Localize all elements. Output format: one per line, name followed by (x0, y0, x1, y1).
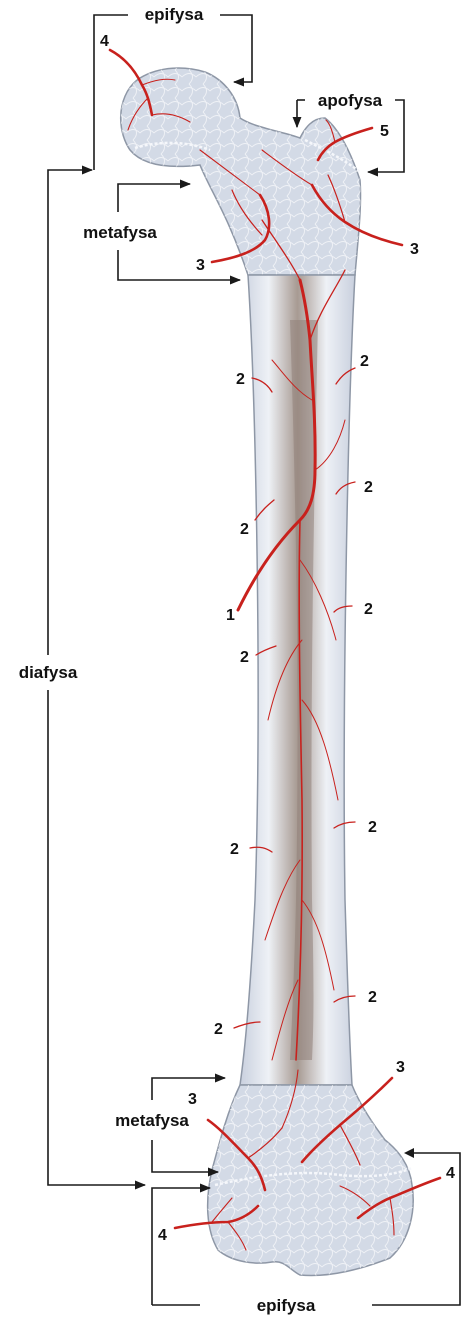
marker-2-left-1: 2 (236, 371, 245, 388)
marker-2-right-2: 2 (364, 479, 373, 496)
marker-3-bottom-right: 3 (396, 1059, 405, 1076)
marker-2-right-5: 2 (368, 989, 377, 1006)
marker-2-right-4: 2 (368, 819, 377, 836)
label-diaphysis: diafysa (19, 663, 78, 682)
marker-2-right-3: 2 (364, 601, 373, 618)
marker-3-bottom-left: 3 (188, 1091, 197, 1108)
marker-2-left-2: 2 (240, 521, 249, 538)
marker-2-left-4: 2 (230, 841, 239, 858)
bracket-epiphysis-bottom (152, 1188, 210, 1305)
marker-2-left-5: 2 (214, 1021, 223, 1038)
marker-2-left-3: 2 (240, 649, 249, 666)
label-epiphysis-top: epifysa (145, 5, 204, 24)
marker-3-top-left: 3 (196, 257, 205, 274)
marker-4-top: 4 (100, 33, 109, 50)
marker-2-right-1: 2 (360, 353, 369, 370)
femur-bone (121, 68, 413, 1275)
marker-5: 5 (380, 123, 389, 140)
bracket-diaphysis (48, 170, 92, 655)
bracket-metaphysis-top (118, 184, 190, 212)
label-epiphysis-bottom: epifysa (257, 1296, 316, 1315)
label-apophysis: apofysa (318, 91, 383, 110)
marker-1: 1 (226, 607, 235, 624)
marker-4-bottom-right: 4 (446, 1165, 455, 1182)
marker-4-bottom-left: 4 (158, 1227, 167, 1244)
label-metaphysis-bottom: metafysa (115, 1111, 189, 1130)
bracket-epiphysis-top (220, 15, 252, 82)
marker-3-top-right: 3 (410, 241, 419, 258)
label-metaphysis-top: metafysa (83, 223, 157, 242)
